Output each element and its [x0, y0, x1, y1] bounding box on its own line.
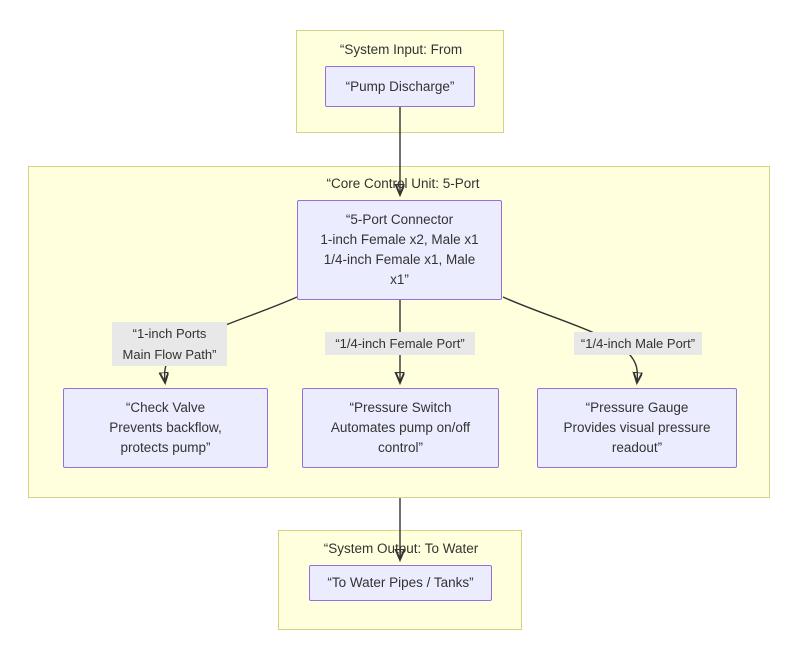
node-to-water-pipes-tanks[interactable]: “To Water Pipes / Tanks”: [309, 565, 492, 601]
node-check-valve[interactable]: “Check Valve Prevents backflow, protects…: [63, 388, 268, 468]
node-pressure-switch[interactable]: “Pressure Switch Automates pump on/off c…: [302, 388, 499, 468]
edge-label-1-inch-ports: “1-inch Ports Main Flow Path”: [112, 322, 227, 366]
edge-label-quarter-inch-female-port: “1/4-inch Female Port”: [325, 332, 475, 355]
edge-label-quarter-inch-male-port: “1/4-inch Male Port”: [574, 332, 702, 355]
node-pump-discharge[interactable]: “Pump Discharge”: [325, 66, 475, 107]
node-5-port-connector[interactable]: “5-Port Connector 1-inch Female x2, Male…: [297, 200, 502, 300]
node-pressure-gauge[interactable]: “Pressure Gauge Provides visual pressure…: [537, 388, 737, 468]
